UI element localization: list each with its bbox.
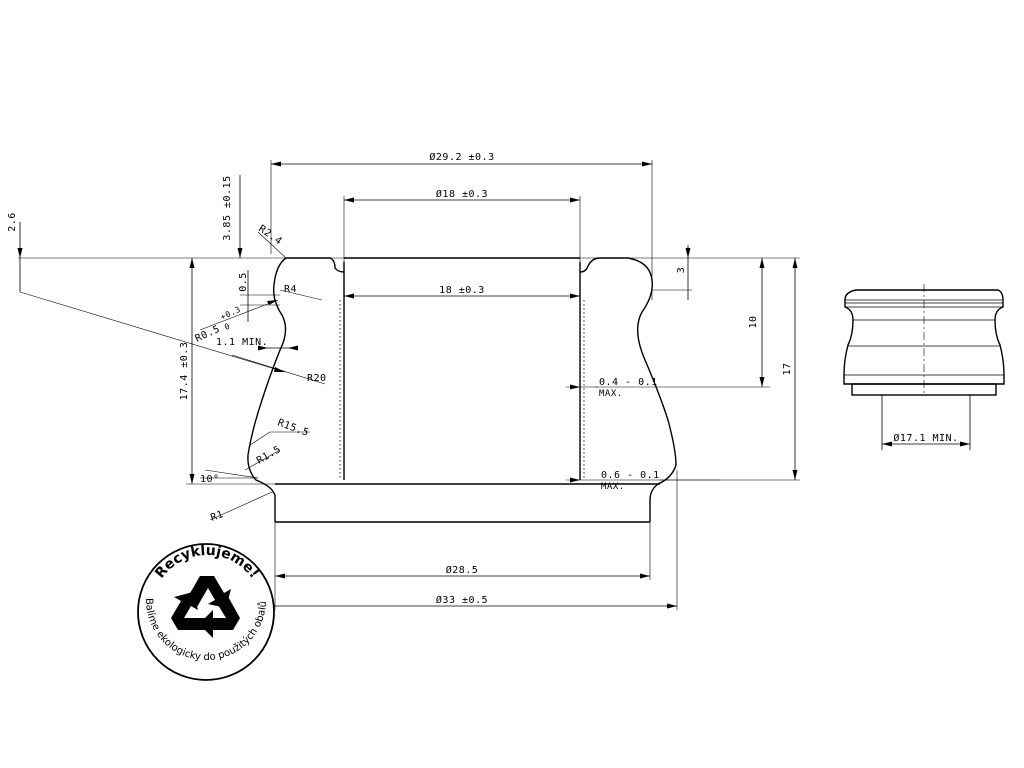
dim-base-diameter: Ø28.5 — [446, 564, 479, 576]
dimension-labels: Ø29.2 ±0.3 Ø18 ±0.3 18 ±0.3 Ø28.5 Ø33 ±0… — [7, 151, 793, 606]
dim-r24: R2.4 — [256, 223, 284, 247]
dim-small-top: 2.6 — [7, 212, 18, 232]
dim-r4: R4 — [284, 284, 297, 295]
left-top-lip — [286, 257, 345, 273]
dim-offset-05: 0.5 — [238, 272, 249, 292]
dimension-lines — [17, 160, 800, 610]
dim-r1: R1 — [209, 509, 225, 524]
dim-top-bore: Ø18 ±0.3 — [436, 188, 488, 200]
dim-right-17: 17 — [782, 362, 793, 375]
dim-flange-diameter: Ø33 ±0.5 — [436, 594, 488, 606]
dim-right-10: 10 — [748, 315, 759, 328]
dim-top-height: 3.85 ±0.15 — [222, 175, 233, 240]
dim-wall-top-max: MAX. — [599, 389, 623, 399]
dim-wall-top: 0.4 - 0.1 — [599, 377, 658, 388]
right-top-lip — [579, 257, 677, 522]
dim-wall-bottom: 0.6 - 0.1 — [601, 470, 660, 481]
left-outer-profile — [247, 257, 287, 522]
dim-side-min-diameter: Ø17.1 MIN. — [893, 432, 958, 444]
dim-r155: R15.5 — [276, 417, 310, 438]
recycle-icon — [171, 576, 240, 638]
dim-outer-diameter: Ø29.2 ±0.3 — [429, 151, 494, 163]
dim-min-11: 1.1 MIN. — [216, 337, 268, 348]
dim-r20: R20 — [307, 373, 327, 384]
dim-r05-tol-lower: 0 — [223, 321, 232, 331]
dim-r05-tol-upper: +0.3 — [219, 305, 242, 322]
dim-angle-10: 10° — [200, 474, 220, 485]
dim-left-height: 17.4 ±0.3 — [179, 342, 190, 401]
dim-r15: R1.5 — [255, 444, 283, 467]
dim-right-step: 3 — [676, 267, 687, 274]
dim-wall-bottom-max: MAX. — [601, 482, 625, 492]
side-view: Ø17.1 MIN. — [843, 284, 1005, 450]
dim-inner-width: 18 ±0.3 — [439, 285, 485, 296]
